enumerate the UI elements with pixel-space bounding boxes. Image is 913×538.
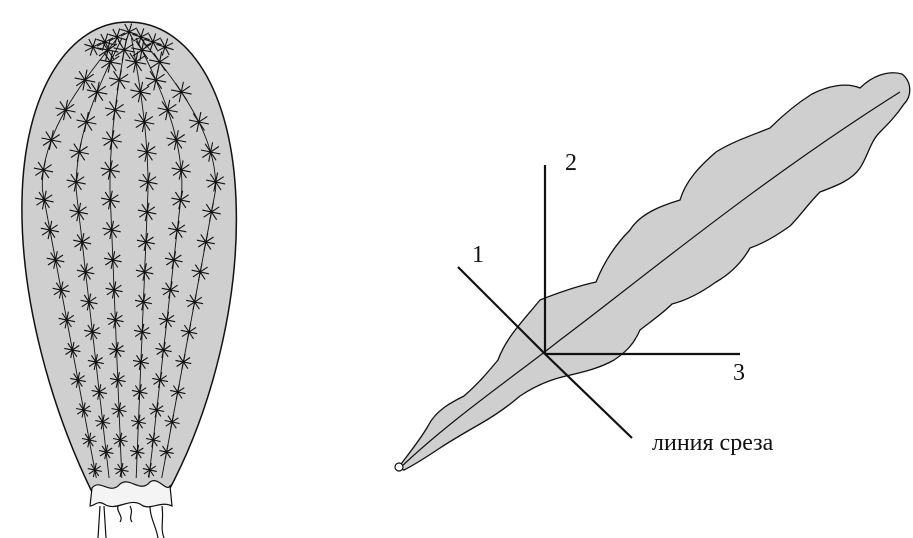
cut-line-label: линия среза — [652, 430, 774, 456]
cactus-roots — [98, 506, 164, 538]
cactus-illustration — [22, 22, 236, 538]
axis-3-label: 3 — [733, 360, 745, 386]
axis-1-label: 1 — [472, 242, 484, 268]
leaf-tip — [395, 463, 403, 471]
axis-2-label: 2 — [565, 150, 577, 176]
leaf-illustration: 2 1 3 линия среза — [395, 73, 910, 471]
leaf-blade — [398, 73, 910, 470]
